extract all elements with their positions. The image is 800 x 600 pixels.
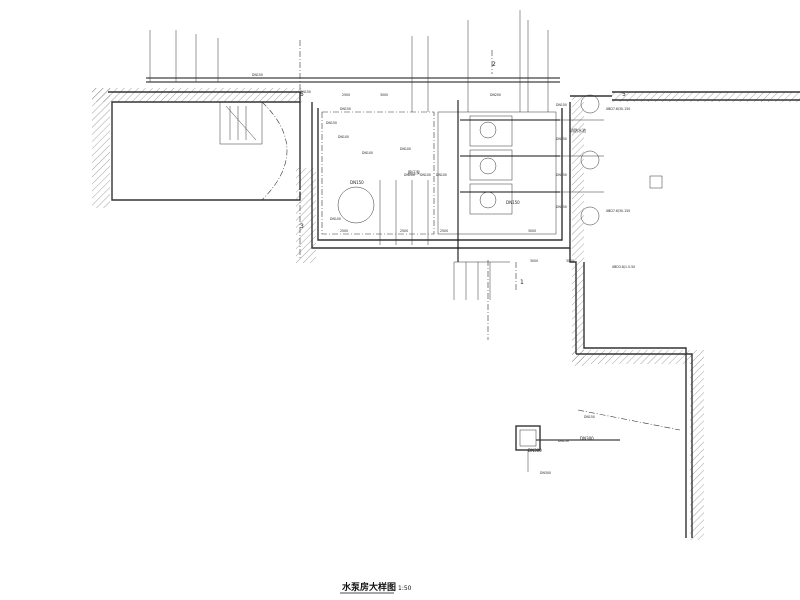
pipe-size-label: DN150 [326,121,337,125]
pipe-size-label: DN100 [420,173,431,177]
pipe-size-label: DN100 [362,151,373,155]
annotation-note: DN150 [584,415,595,419]
equipment-label: DN300 [580,436,594,441]
annotation-note: XBD3.8/1.5-50 [612,265,635,269]
pipe-size-label: DN200 [490,93,501,97]
pipe-size-label: DN150 [556,205,567,209]
inner-structure [321,94,663,235]
dimension-label: 3000 [566,259,574,263]
annotation-note: XBD7.6/30-150 [606,209,630,213]
dimension-label: 2500 [400,229,408,233]
equipment-label: DN150 [350,180,364,185]
pipe-size-label: DN100 [400,147,411,151]
annotation-note: DN300 [540,471,551,475]
dimension-label: 3000 [528,229,536,233]
pipe-size-label: DN150 [556,103,567,107]
axis-markers [299,40,517,290]
pipe-size-label: DN100 [338,135,349,139]
drawing-title: 水泵房大样图 [342,581,396,593]
pipe-size-label: DN150 [556,173,567,177]
annotation-note: XBD7.6/30-150 [606,107,630,111]
dimension-label: 3000 [380,93,388,97]
axis-label: 3 [300,223,304,230]
pipe-size-label: DN100 [330,217,341,221]
pipe-network [146,10,681,472]
pipe-size-label: DN150 [340,107,351,111]
pipe-size-label: DN100 [404,173,415,177]
dimension-label: 2500 [440,229,448,233]
axis-label: 2 [492,61,496,68]
dimension-label: 2500 [342,93,350,97]
dimension-label: 3000 [530,259,538,263]
equipment-label: DN300 [528,448,542,453]
dimension-label: 2500 [340,229,348,233]
equipment-label: 消防水池 [570,127,586,133]
axis-label: 5 [622,91,626,98]
axis-label: 5 [300,91,304,98]
pipe-size-label: DN150 [556,137,567,141]
pipe-size-label: DN150 [252,73,263,77]
pipe-size-label: DN150 [558,439,569,443]
pipe-size-label: DN150 [300,90,311,94]
equipment-label: DN150 [506,200,520,205]
equipment-label: 稳压泵 [408,169,420,175]
soil-hatching [92,88,800,540]
drawing-scale: 1:50 [398,585,412,592]
pipe-size-label: DN100 [436,173,447,177]
axis-label: 1 [520,279,524,286]
